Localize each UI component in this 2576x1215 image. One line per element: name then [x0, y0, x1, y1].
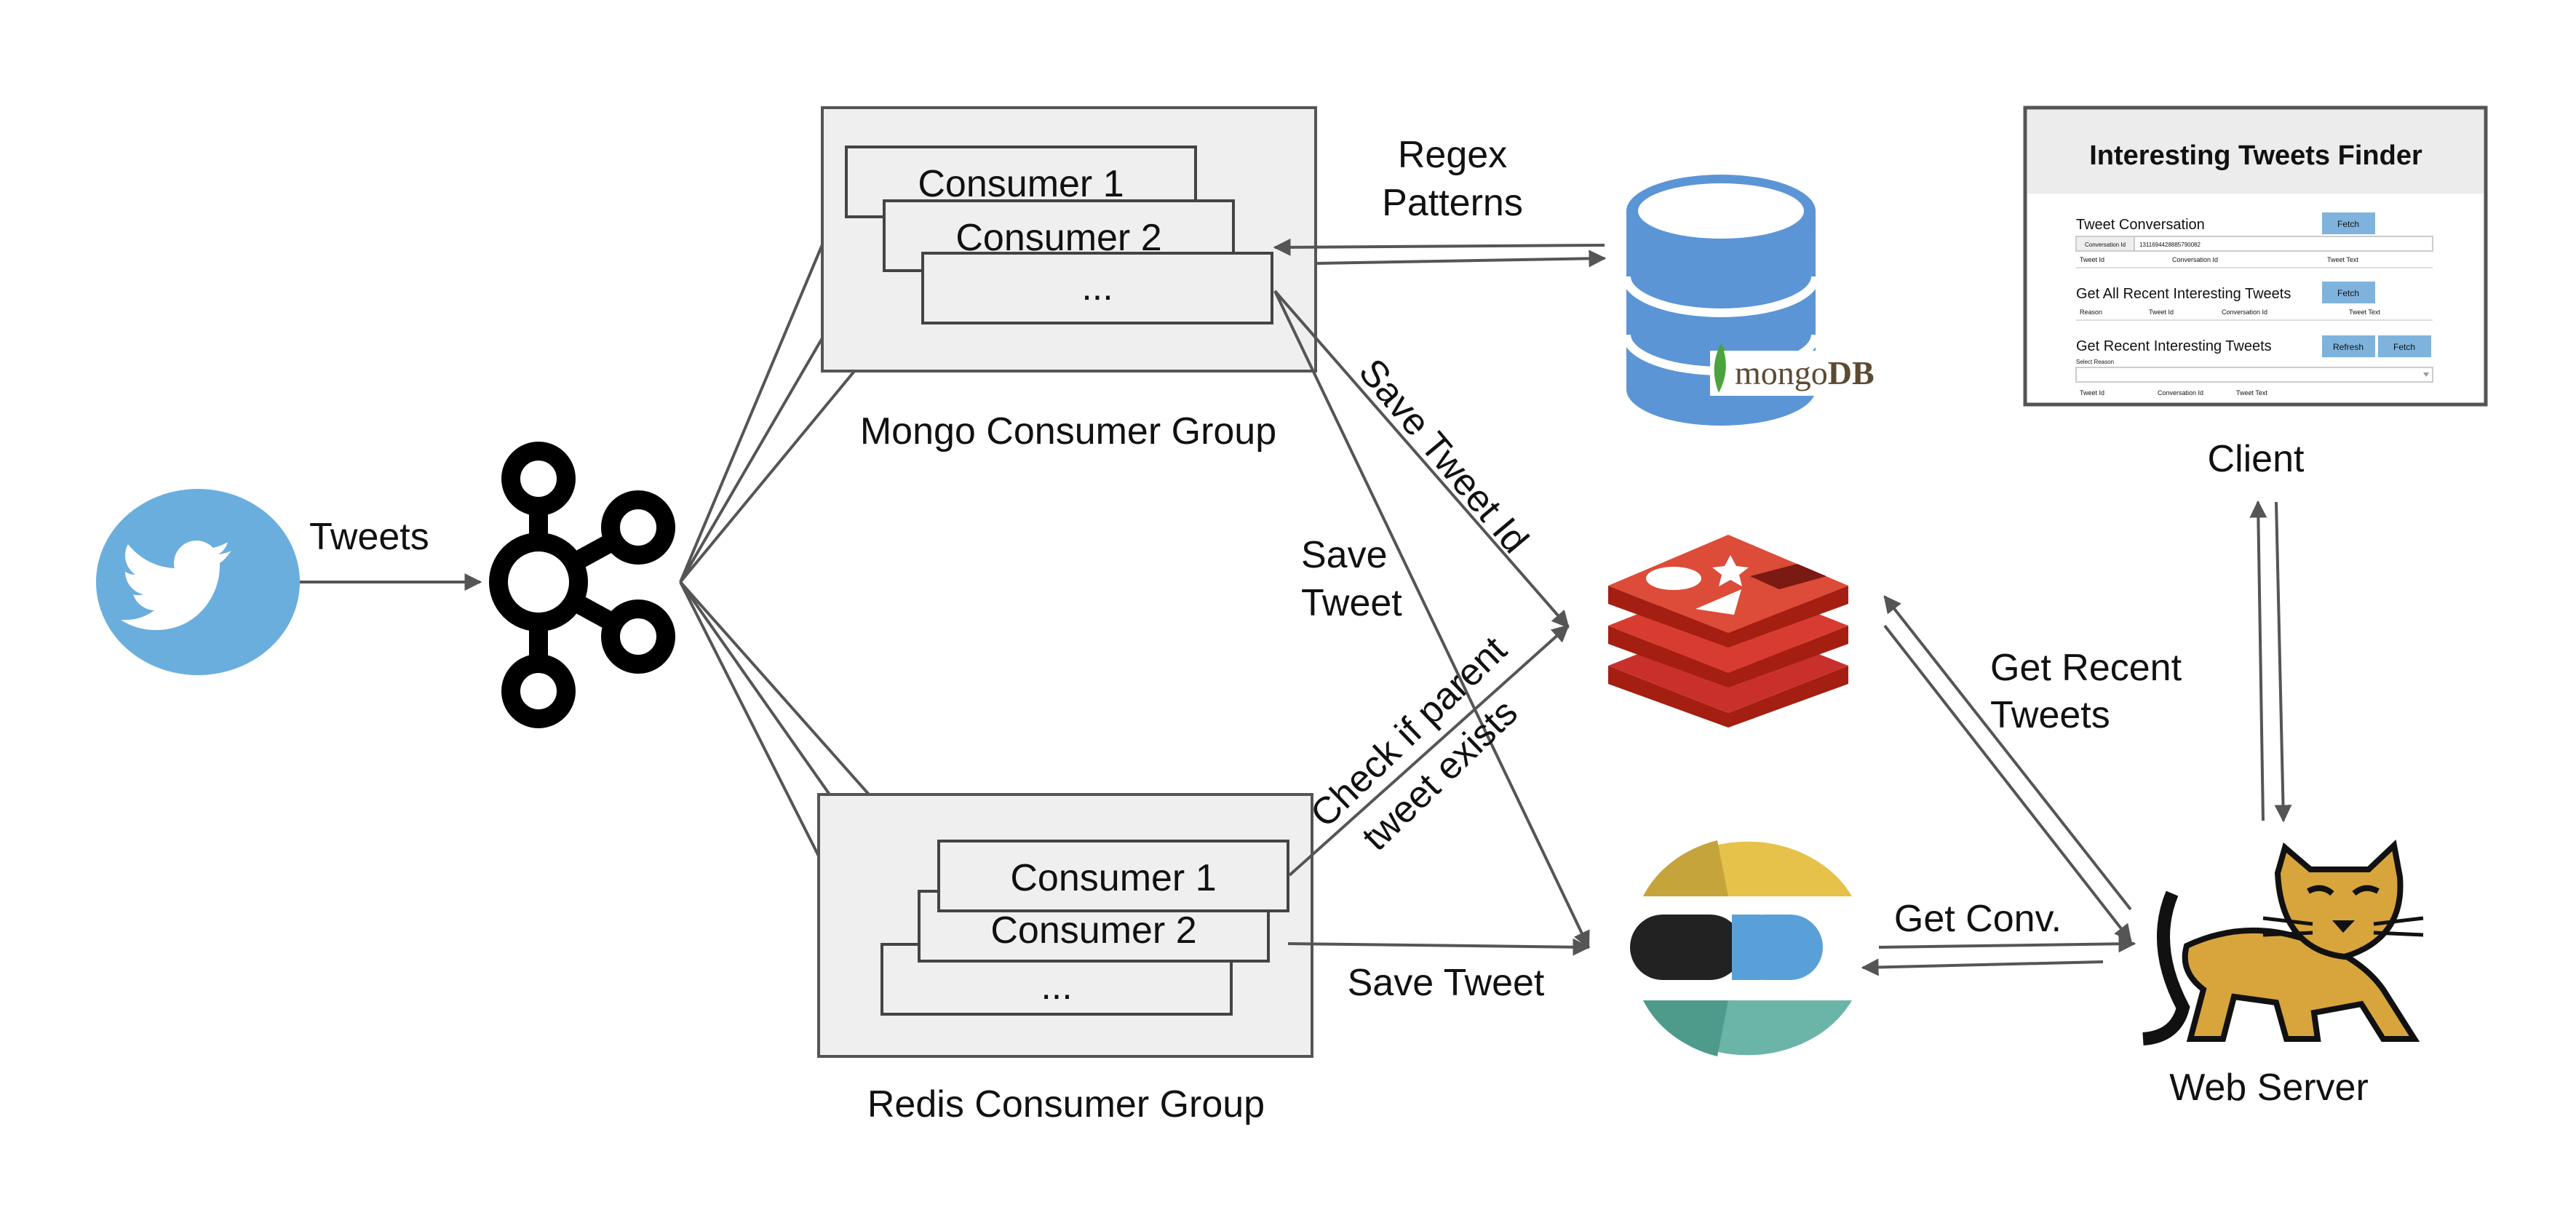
mongo-group-label: Mongo Consumer Group [860, 410, 1276, 453]
redis-to-webserver-arrow [1883, 624, 2132, 942]
save-tweet-id-arrow [1273, 290, 1570, 629]
save-tweet-bottom-arrow [1287, 938, 1591, 956]
get-recent-label-line1: Get Recent [1990, 647, 2182, 689]
webserver-to-elastic-arrow [1861, 958, 2104, 976]
elastic-to-webserver-arrow [1878, 935, 2136, 953]
refresh-button: Refresh [2333, 342, 2364, 352]
col-tweet-id-3: Tweet Id [2080, 389, 2104, 397]
section-all-recent: Get All Recent Interesting Tweets [2076, 286, 2291, 302]
redis-consumer-2: Consumer 2 [990, 909, 1196, 952]
mongodb-logo-text-a: mongo [1735, 354, 1828, 391]
col-tweet-text-2: Tweet Text [2349, 308, 2380, 316]
save-tweet-label-line2: Tweet [1301, 582, 1402, 624]
section-recent-interesting: Get Recent Interesting Tweets [2076, 338, 2272, 354]
col-tweet-id-1: Tweet Id [2080, 256, 2104, 263]
fetch-button-3: Fetch [2393, 342, 2415, 352]
tomcat-icon [2142, 840, 2424, 1045]
web-server-label: Web Server [2169, 1067, 2369, 1109]
get-recent-label-line2: Tweets [1990, 694, 2110, 736]
select-reason-label: Select Reason [2076, 359, 2114, 365]
twitter-icon [96, 489, 300, 675]
client-app-title: Interesting Tweets Finder [2089, 140, 2422, 171]
redis-consumer-more: ... [1041, 965, 1072, 1008]
svg-text:mongoDB: mongoDB [1735, 354, 1875, 391]
col-tweet-id-2: Tweet Id [2149, 308, 2174, 316]
redis-consumer-group: ... Consumer 2 Consumer 1 [817, 793, 1313, 1058]
fetch-button-2: Fetch [2337, 288, 2359, 298]
webserver-to-redis-arrow [1883, 595, 2132, 911]
col-conversation-id-2: Conversation Id [2222, 308, 2267, 316]
mongo-consumer-group: Consumer 1 Consumer 2 ... [821, 106, 1317, 373]
save-tweet-bottom-label: Save Tweet [1348, 962, 1545, 1004]
elasticsearch-icon [1630, 840, 1852, 1056]
save-tweet-label-line1: Save [1301, 534, 1388, 576]
kafka-icon [489, 442, 675, 728]
webserver-to-client-arrow [2249, 500, 2267, 821]
col-conversation-id-3: Conversation Id [2158, 389, 2203, 397]
col-reason-2: Reason [2080, 308, 2102, 316]
col-tweet-text-1: Tweet Text [2327, 256, 2358, 263]
tweets-edge-label: Tweets [309, 516, 429, 558]
redis-group-label: Redis Consumer Group [867, 1083, 1265, 1126]
client-to-webserver-arrow [2274, 501, 2292, 823]
regex-label-line2: Patterns [1382, 182, 1523, 224]
conversation-id-prefix: Conversation Id [2085, 242, 2126, 248]
redis-icon [1608, 535, 1848, 728]
get-conv-label: Get Conv. [1894, 898, 2062, 940]
col-conversation-id-1: Conversation Id [2172, 256, 2218, 263]
mongodb-icon: mongoDB [1622, 175, 1876, 426]
redis-consumer-1: Consumer 1 [1010, 857, 1216, 899]
check-parent-arrow [1288, 624, 1570, 877]
save-tweet-id-label: Save Tweet Id [1351, 351, 1537, 561]
mongo-consumer-more: ... [1081, 266, 1113, 308]
conversation-id-value: 1311694428885790082 [2139, 242, 2201, 248]
save-tweet-arrow-to-elastic [1273, 290, 1590, 949]
client-app-mockup: Interesting Tweets Finder Tweet Conversa… [2023, 105, 2488, 407]
mongodb-logo-text-b: DB [1828, 354, 1875, 391]
col-tweet-text-3: Tweet Text [2236, 389, 2267, 397]
client-label: Client [2208, 438, 2305, 480]
regex-arrow-to-consumers [1273, 238, 1605, 256]
regex-arrow-to-mongodb [1315, 250, 1607, 268]
fetch-button-1: Fetch [2337, 219, 2359, 229]
mongo-consumer-1: Consumer 1 [918, 163, 1124, 205]
regex-label-line1: Regex [1398, 134, 1507, 176]
section-tweet-conversation: Tweet Conversation [2076, 217, 2205, 233]
